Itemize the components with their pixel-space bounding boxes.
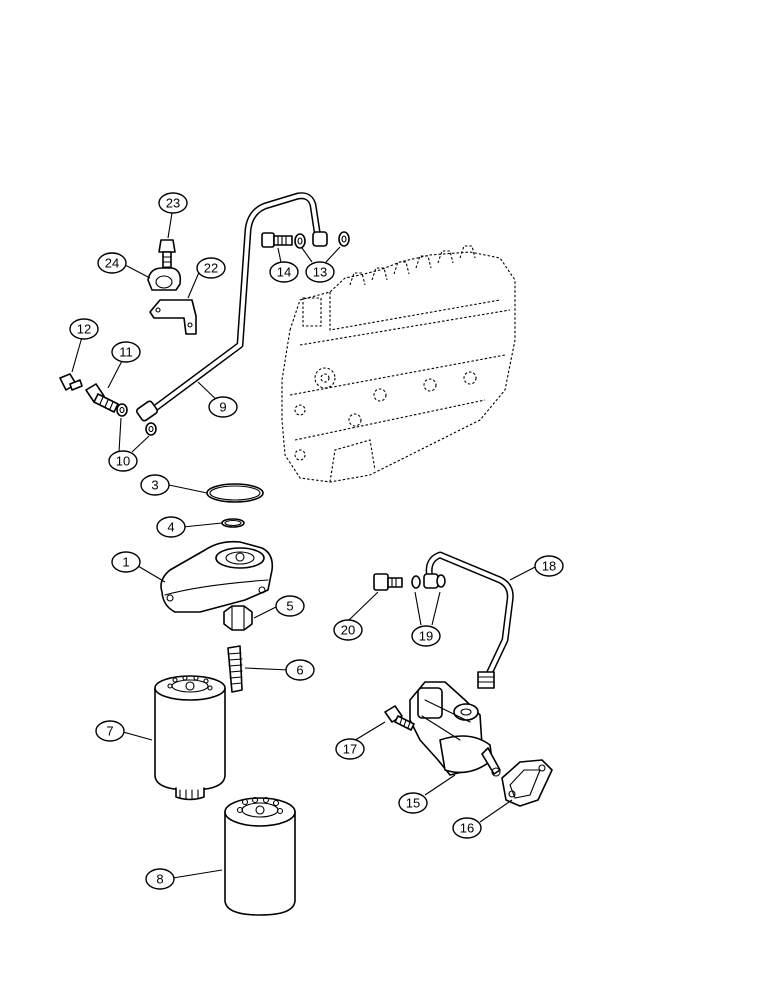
callout-label-14: 14 [277, 265, 291, 280]
bracket-22 [149, 299, 197, 335]
callout-label-12: 12 [77, 322, 91, 337]
callout-5: 5 [275, 595, 305, 617]
callout-label-16: 16 [460, 821, 474, 836]
bleed-screw-12 [59, 373, 83, 391]
callout-label-3: 3 [151, 478, 158, 493]
bolt-17 [384, 705, 415, 731]
callout-14: 14 [269, 261, 299, 283]
callout-9: 9 [208, 396, 238, 418]
callout-label-18: 18 [542, 559, 556, 574]
o-ring-4 [221, 518, 245, 528]
filter-adapter-6 [227, 645, 243, 693]
callout-label-5: 5 [286, 599, 293, 614]
callout-22: 22 [196, 257, 226, 279]
callout-label-20: 20 [341, 623, 355, 638]
banjo-bolt-20 [373, 573, 403, 591]
callout-label-24: 24 [105, 256, 119, 271]
callout-19: 19 [411, 625, 441, 647]
sealing-washers-10 [116, 403, 157, 436]
banjo-bolt-14 [261, 232, 293, 248]
adapter-nut-5 [223, 605, 253, 631]
callout-16: 16 [452, 817, 482, 839]
callout-10: 10 [108, 450, 138, 472]
callout-15: 15 [398, 792, 428, 814]
sealing-washers-13 [294, 231, 350, 249]
callout-label-8: 8 [156, 872, 163, 887]
bolt-23 [158, 239, 176, 273]
callout-label-13: 13 [313, 265, 327, 280]
callout-18: 18 [534, 555, 564, 577]
gasket-16 [501, 759, 553, 807]
leader-lines [71, 212, 538, 879]
callout-label-15: 15 [406, 796, 420, 811]
callout-23: 23 [158, 192, 188, 214]
callout-label-23: 23 [166, 196, 180, 211]
callout-1: 1 [111, 551, 141, 573]
callout-8: 8 [145, 868, 175, 890]
callout-label-17: 17 [343, 742, 357, 757]
callout-13: 13 [305, 261, 335, 283]
callout-7: 7 [95, 720, 125, 742]
callout-label-6: 6 [296, 663, 303, 678]
clamp-24 [147, 267, 182, 291]
fuel-line-18 [423, 551, 514, 689]
banjo-bolt-11 [85, 383, 119, 413]
callout-17: 17 [335, 738, 365, 760]
callout-3: 3 [140, 474, 170, 496]
callout-24: 24 [97, 252, 127, 274]
callout-label-10: 10 [116, 454, 130, 469]
lift-pump-15 [409, 681, 501, 777]
callout-6: 6 [285, 659, 315, 681]
callout-12: 12 [69, 318, 99, 340]
filter-head-1 [160, 540, 274, 613]
callout-label-11: 11 [119, 345, 133, 360]
callout-label-4: 4 [167, 520, 174, 535]
fuel-filter-7 [154, 675, 226, 801]
callout-4: 4 [156, 516, 186, 538]
callout-label-7: 7 [106, 724, 113, 739]
callout-label-1: 1 [122, 555, 129, 570]
fuel-line-9 [135, 192, 328, 422]
o-ring-3 [206, 483, 264, 503]
sealing-washers-19 [411, 574, 446, 589]
callout-label-19: 19 [419, 629, 433, 644]
callout-20: 20 [333, 619, 363, 641]
callout-label-22: 22 [204, 261, 218, 276]
injection-pump-outline [281, 245, 516, 483]
callout-label-9: 9 [219, 400, 226, 415]
fuel-filter-8 [224, 796, 296, 916]
callout-11: 11 [111, 341, 141, 363]
